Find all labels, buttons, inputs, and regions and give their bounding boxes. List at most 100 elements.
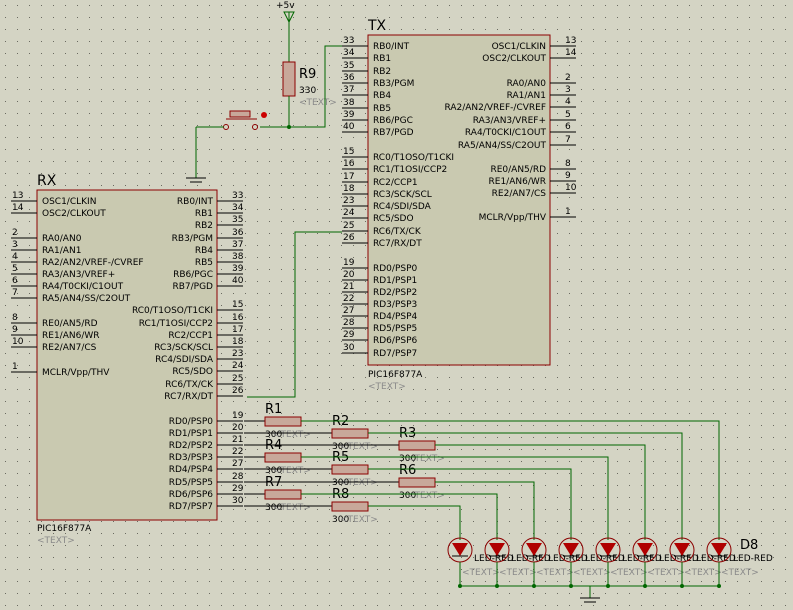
- rx-pin-name: RB6/PGC: [173, 270, 213, 280]
- rx-pin-number: 20: [232, 423, 244, 433]
- rx-chip[interactable]: RX PIC16F877A <TEXT> 13OSC1/CLKIN14OSC2/…: [11, 173, 244, 546]
- led-diode-icon: [563, 543, 579, 556]
- led-7[interactable]: LED-RED<TEXT>: [669, 537, 736, 588]
- led-text: <TEXT>: [721, 568, 759, 578]
- tx-pin-number: 30: [343, 343, 355, 353]
- tx-chip[interactable]: TX PIC16F877A <TEXT> 33RB0/INT34RB135RB2…: [342, 18, 577, 392]
- led-2[interactable]: LED-RED<TEXT>: [484, 537, 551, 588]
- resistor-text: <TEXT>: [273, 503, 311, 513]
- tx-pin-name: RD3/PSP3: [373, 300, 417, 310]
- rx-pin-name: RA5/AN4/SS/C2OUT: [42, 294, 131, 304]
- push-button[interactable]: [186, 96, 291, 183]
- wire-r6: [435, 481, 535, 540]
- tx-pin-name: RA2/AN2/VREF-/CVREF: [444, 103, 546, 113]
- resistor-r9[interactable]: R9 330 <TEXT>: [282, 61, 337, 108]
- led-5[interactable]: LED-RED<TEXT>: [595, 537, 662, 588]
- rx-pin-name: RA2/AN2/VREF-/CVREF: [42, 258, 144, 268]
- led-1[interactable]: LED-RED<TEXT>: [447, 537, 514, 588]
- tx-pin-name: RC3/SCK/SCL: [373, 190, 432, 200]
- led-8[interactable]: LED-RED<TEXT>: [706, 537, 773, 588]
